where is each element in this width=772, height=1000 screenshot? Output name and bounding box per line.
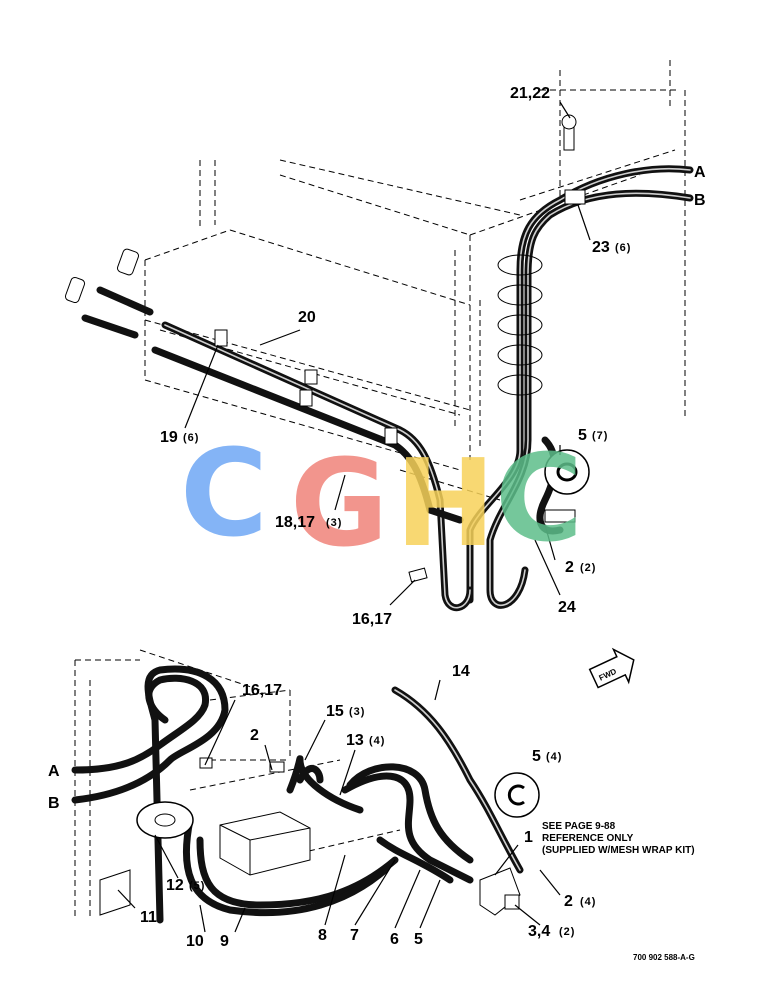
detail-magnifier-lower	[494, 772, 540, 818]
callout-19: 19	[160, 429, 178, 446]
callout-6: 6	[390, 931, 399, 948]
callout-15-qty: (3)	[349, 706, 365, 718]
callout-12: 12	[166, 877, 184, 894]
callout-a-upper: A	[694, 164, 706, 181]
watermark-letter-h: H	[395, 435, 495, 574]
note-line-3: (SUPPLIED W/MESH WRAP KIT)	[542, 845, 695, 856]
callout-23: 23	[592, 239, 610, 256]
callout-b-upper: B	[694, 192, 706, 209]
upper-fittings	[64, 114, 577, 583]
callout-5-bottom: 5	[414, 931, 423, 948]
callout-15: 15	[326, 703, 344, 720]
drawing-number: 700 902 588-A-G	[633, 953, 695, 962]
callout-8: 8	[318, 927, 327, 944]
callout-5-upper-qty: (7)	[592, 430, 608, 442]
callout-5-upper: 5	[578, 427, 587, 444]
callout-9: 9	[220, 933, 229, 950]
watermark-letter-c1: C	[180, 425, 268, 564]
callout-21-22: 21,22	[510, 85, 550, 102]
callout-b-lower: B	[48, 795, 60, 812]
callout-19-qty: (6)	[183, 432, 199, 444]
note-line-1: SEE PAGE 9-88	[542, 821, 616, 832]
callout-12-qty: (5)	[189, 880, 205, 892]
callout-1: 1	[524, 829, 533, 846]
callout-23-qty: (6)	[615, 242, 631, 254]
callout-2-mid: 2	[250, 727, 259, 744]
callout-2-lower-qty: (4)	[580, 896, 596, 908]
watermark: C G H C	[180, 425, 583, 574]
callout-2-lower: 2	[564, 893, 573, 910]
reference-note: SEE PAGE 9-88 REFERENCE ONLY (SUPPLIED W…	[542, 821, 695, 856]
note-line-2: REFERENCE ONLY	[542, 833, 634, 844]
callout-11: 11	[140, 909, 157, 926]
callout-2-upper: 2	[565, 559, 574, 576]
callout-16-17-lower: 16,17	[242, 682, 282, 699]
watermark-letter-g: G	[290, 435, 389, 574]
callout-5-lower-qty: (4)	[546, 751, 562, 763]
callout-14: 14	[452, 663, 470, 680]
callout-18-17: 18,17	[275, 514, 315, 531]
callout-24: 24	[558, 599, 576, 616]
upper-hoses	[81, 165, 694, 611]
callout-3-4-qty: (2)	[559, 926, 575, 938]
hose-clamps	[214, 189, 586, 445]
callout-2-upper-qty: (2)	[580, 562, 596, 574]
callout-a-lower: A	[48, 763, 60, 780]
fwd-arrow-icon: FWD	[588, 647, 635, 689]
callout-5-lower: 5	[532, 748, 541, 765]
callout-7: 7	[350, 927, 359, 944]
callout-labels: 21,22 A B 23 (6) 20 19 (6) 5 (7) 18,17 (…	[48, 85, 706, 950]
detail-magnifier-upper	[544, 449, 590, 495]
callout-10: 10	[186, 933, 204, 950]
leader-lines	[117, 101, 591, 933]
callout-13-qty: (4)	[369, 735, 385, 747]
callout-16-17-upper: 16,17	[352, 611, 392, 628]
callout-3-4: 3,4	[528, 923, 550, 940]
callout-20: 20	[298, 309, 316, 326]
watermark-letter-c2: C	[495, 430, 583, 569]
callout-18-17-qty: (3)	[326, 517, 342, 529]
lower-hoses	[71, 665, 524, 924]
callout-13: 13	[346, 732, 364, 749]
